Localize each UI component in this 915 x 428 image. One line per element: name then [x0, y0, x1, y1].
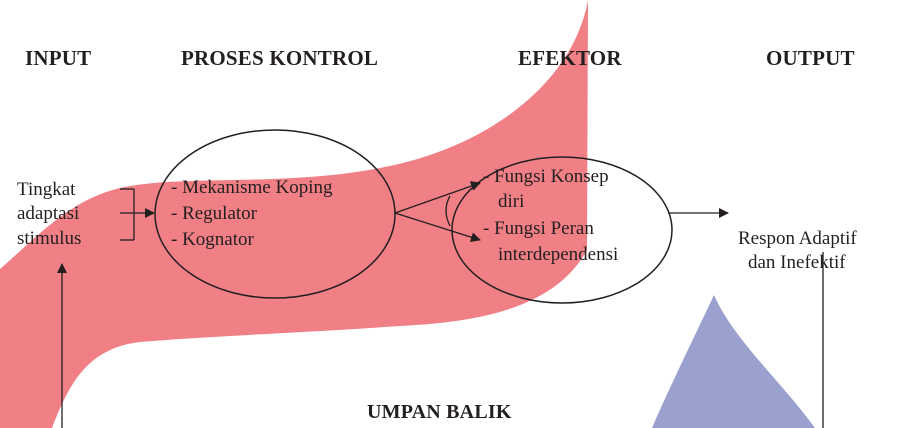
process-item-regulator: - Regulator: [171, 202, 257, 225]
input-line-adaptasi: adaptasi: [17, 202, 79, 225]
input-line-stimulus: stimulus: [17, 227, 81, 250]
effector-item-fungsi-peran: - Fungsi Peran: [483, 217, 594, 240]
output-line-dan-inefektif: dan Inefektif: [748, 251, 846, 274]
header-process: PROSES KONTROL: [181, 46, 378, 71]
drop-shape: [652, 295, 815, 428]
process-item-mekanisme-koping: - Mekanisme Koping: [171, 176, 332, 199]
process-item-kognator: - Kognator: [171, 228, 254, 251]
input-line-tingkat: Tingkat: [17, 178, 75, 201]
header-output: OUTPUT: [766, 46, 855, 71]
feedback-label: UMPAN BALIK: [367, 401, 512, 424]
effector-item-fungsi-konsep: - Fungsi Konsep: [483, 165, 609, 188]
effector-item-diri: diri: [498, 190, 524, 213]
effector-item-interdependensi: interdependensi: [498, 243, 618, 266]
header-input: INPUT: [25, 46, 91, 71]
output-line-respon-adaptif: Respon Adaptif: [738, 227, 857, 250]
header-effector: EFEKTOR: [518, 46, 622, 71]
